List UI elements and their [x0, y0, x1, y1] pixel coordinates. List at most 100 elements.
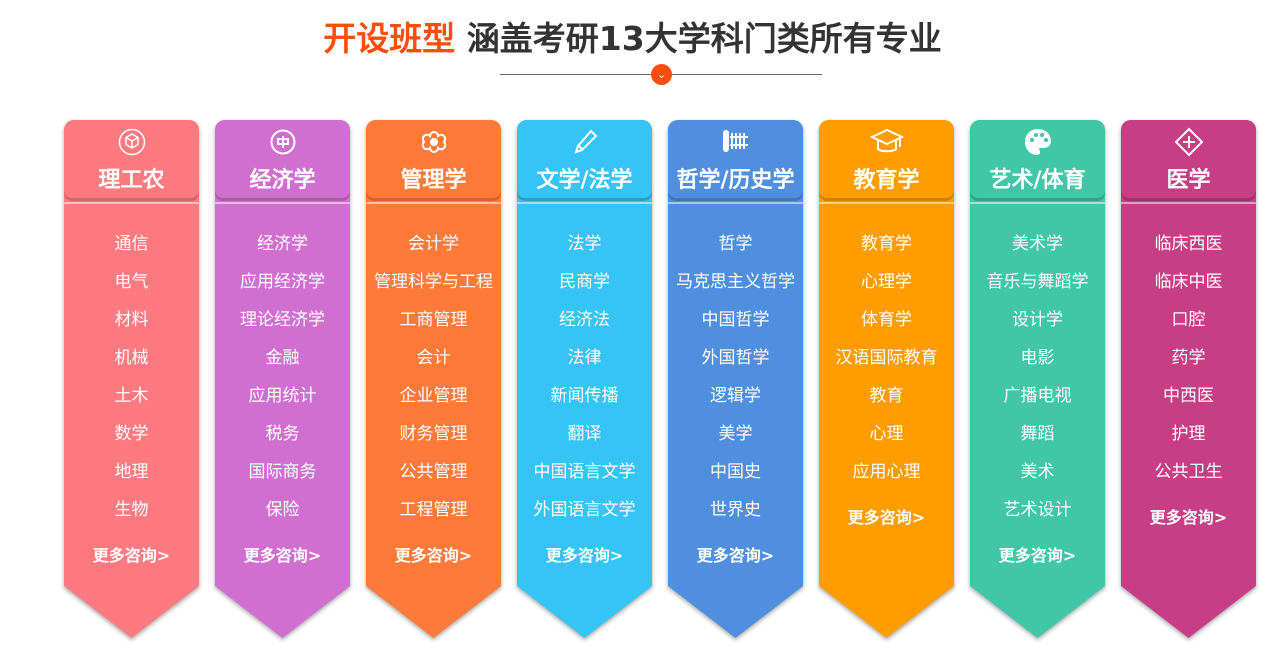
more-consult-link[interactable]: 更多咨询> [696, 546, 775, 565]
major-link[interactable]: 药学 [1171, 348, 1206, 368]
category-title[interactable]: 艺术/体育 [989, 168, 1086, 193]
major-link[interactable]: 工程管理 [399, 500, 468, 520]
major-link[interactable]: 经济法 [559, 310, 610, 330]
major-link[interactable]: 新闻传播 [550, 386, 619, 406]
card-body [1121, 120, 1256, 638]
major-link[interactable]: 电影 [1020, 348, 1055, 368]
major-link[interactable]: 会计学 [408, 234, 459, 254]
major-link[interactable]: 理论经济学 [240, 310, 325, 330]
major-link[interactable]: 生物 [114, 500, 149, 520]
more-consult-link[interactable]: 更多咨询> [394, 546, 473, 565]
major-link[interactable]: 法律 [567, 348, 602, 368]
major-link[interactable]: 外国语言文学 [533, 500, 636, 520]
major-link[interactable]: 美学 [718, 424, 753, 444]
category-card[interactable]: 艺术/体育 美术学音乐与舞蹈学设计学电影广播电视舞蹈美术艺术设计 更多咨询> [970, 120, 1105, 640]
more-consult-link[interactable]: 更多咨询> [545, 546, 624, 565]
more-consult-link[interactable]: 更多咨询> [847, 508, 926, 527]
category-title[interactable]: 文学/法学 [536, 168, 633, 193]
category-title[interactable]: 哲学/历史学 [676, 168, 795, 193]
major-link[interactable]: 中国史 [710, 462, 761, 482]
major-link[interactable]: 心理学 [861, 272, 912, 292]
major-link[interactable]: 设计学 [1012, 310, 1063, 330]
major-link[interactable]: 护理 [1171, 424, 1206, 444]
major-link[interactable]: 国际商务 [248, 462, 317, 482]
major-link[interactable]: 心理 [869, 424, 904, 444]
major-link[interactable]: 汉语国际教育 [835, 348, 938, 368]
major-link[interactable]: 公共管理 [399, 462, 468, 482]
major-link[interactable]: 企业管理 [399, 386, 468, 406]
more-consult-link[interactable]: 更多咨询> [1149, 508, 1228, 527]
major-list: 临床西医临床中医口腔药学中西医护理公共卫生 [1121, 232, 1256, 498]
category-card[interactable]: 理工农 通信电气材料机械土木数学地理生物 更多咨询> [64, 120, 199, 640]
major-link[interactable]: 艺术设计 [1003, 500, 1072, 520]
major-link[interactable]: 美术 [1020, 462, 1055, 482]
major-link[interactable]: 数学 [114, 424, 149, 444]
category-card[interactable]: 管理学 会计学管理科学与工程工商管理会计企业管理财务管理公共管理工程管理 更多咨… [366, 120, 501, 640]
major-link[interactable]: 体育学 [861, 310, 912, 330]
category-title[interactable]: 经济学 [249, 168, 316, 193]
card-header: 教育学 [819, 120, 954, 198]
major-link[interactable]: 财务管理 [399, 424, 468, 444]
more-consult-link[interactable]: 更多咨询> [243, 546, 322, 565]
major-link[interactable]: 中国哲学 [701, 310, 770, 330]
major-link[interactable]: 民商学 [559, 272, 610, 292]
major-link[interactable]: 哲学 [718, 234, 753, 254]
scroll-icon [668, 128, 803, 156]
major-link[interactable]: 材料 [114, 310, 149, 330]
major-link[interactable]: 临床中医 [1154, 272, 1223, 292]
category-title[interactable]: 教育学 [853, 168, 920, 193]
card-header: 医学 [1121, 120, 1256, 198]
major-link[interactable]: 机械 [114, 348, 149, 368]
major-link[interactable]: 外国哲学 [701, 348, 770, 368]
category-card[interactable]: 教育学 教育学心理学体育学汉语国际教育教育心理应用心理 更多咨询> [819, 120, 954, 640]
separator [970, 202, 1105, 204]
major-link[interactable]: 应用统计 [248, 386, 317, 406]
major-link[interactable]: 会计 [416, 348, 451, 368]
major-link[interactable]: 工商管理 [399, 310, 468, 330]
category-card[interactable]: 经济学 经济学应用经济学理论经济学金融应用统计税务国际商务保险 更多咨询> [215, 120, 350, 640]
major-link[interactable]: 逻辑学 [710, 386, 761, 406]
major-link[interactable]: 管理科学与工程 [374, 272, 493, 292]
major-link[interactable]: 金融 [265, 348, 300, 368]
major-link[interactable]: 教育学 [861, 234, 912, 254]
category-card[interactable]: 医学 临床西医临床中医口腔药学中西医护理公共卫生 更多咨询> [1121, 120, 1256, 640]
major-link[interactable]: 美术学 [1012, 234, 1063, 254]
category-card[interactable]: 哲学/历史学 哲学马克思主义哲学中国哲学外国哲学逻辑学美学中国史世界史 更多咨询… [668, 120, 803, 640]
major-link[interactable]: 土木 [114, 386, 149, 406]
category-title[interactable]: 管理学 [400, 168, 467, 193]
major-list: 美术学音乐与舞蹈学设计学电影广播电视舞蹈美术艺术设计 [970, 232, 1105, 536]
major-link[interactable]: 应用心理 [852, 462, 921, 482]
category-title[interactable]: 理工农 [98, 168, 165, 193]
separator [1121, 202, 1256, 204]
major-list: 哲学马克思主义哲学中国哲学外国哲学逻辑学美学中国史世界史 [668, 232, 803, 536]
major-link[interactable]: 经济学 [257, 234, 308, 254]
major-link[interactable]: 中西医 [1163, 386, 1214, 406]
major-link[interactable]: 通信 [114, 234, 149, 254]
separator [64, 202, 199, 204]
page-title: 开设班型 涵盖考研13大学科门类所有专业 [0, 12, 1265, 60]
major-link[interactable]: 马克思主义哲学 [676, 272, 795, 292]
pencil-icon [517, 128, 652, 156]
card-header: 文学/法学 [517, 120, 652, 198]
major-link[interactable]: 广播电视 [1003, 386, 1072, 406]
major-link[interactable]: 公共卫生 [1154, 462, 1223, 482]
major-link[interactable]: 教育 [869, 386, 904, 406]
major-link[interactable]: 保险 [265, 500, 300, 520]
category-card[interactable]: 文学/法学 法学民商学经济法法律新闻传播翻译中国语言文学外国语言文学 更多咨询> [517, 120, 652, 640]
more-consult-link[interactable]: 更多咨询> [998, 546, 1077, 565]
major-link[interactable]: 音乐与舞蹈学 [986, 272, 1089, 292]
major-link[interactable]: 世界史 [710, 500, 761, 520]
card-body [366, 120, 501, 638]
major-link[interactable]: 电气 [114, 272, 149, 292]
major-link[interactable]: 临床西医 [1154, 234, 1223, 254]
major-link[interactable]: 法学 [567, 234, 602, 254]
major-link[interactable]: 地理 [114, 462, 149, 482]
more-consult-link[interactable]: 更多咨询> [92, 546, 171, 565]
major-link[interactable]: 翻译 [567, 424, 602, 444]
major-link[interactable]: 税务 [265, 424, 300, 444]
major-link[interactable]: 应用经济学 [240, 272, 325, 292]
category-title[interactable]: 医学 [1166, 168, 1211, 193]
major-link[interactable]: 中国语言文学 [533, 462, 636, 482]
major-link[interactable]: 舞蹈 [1020, 424, 1055, 444]
major-link[interactable]: 口腔 [1171, 310, 1206, 330]
